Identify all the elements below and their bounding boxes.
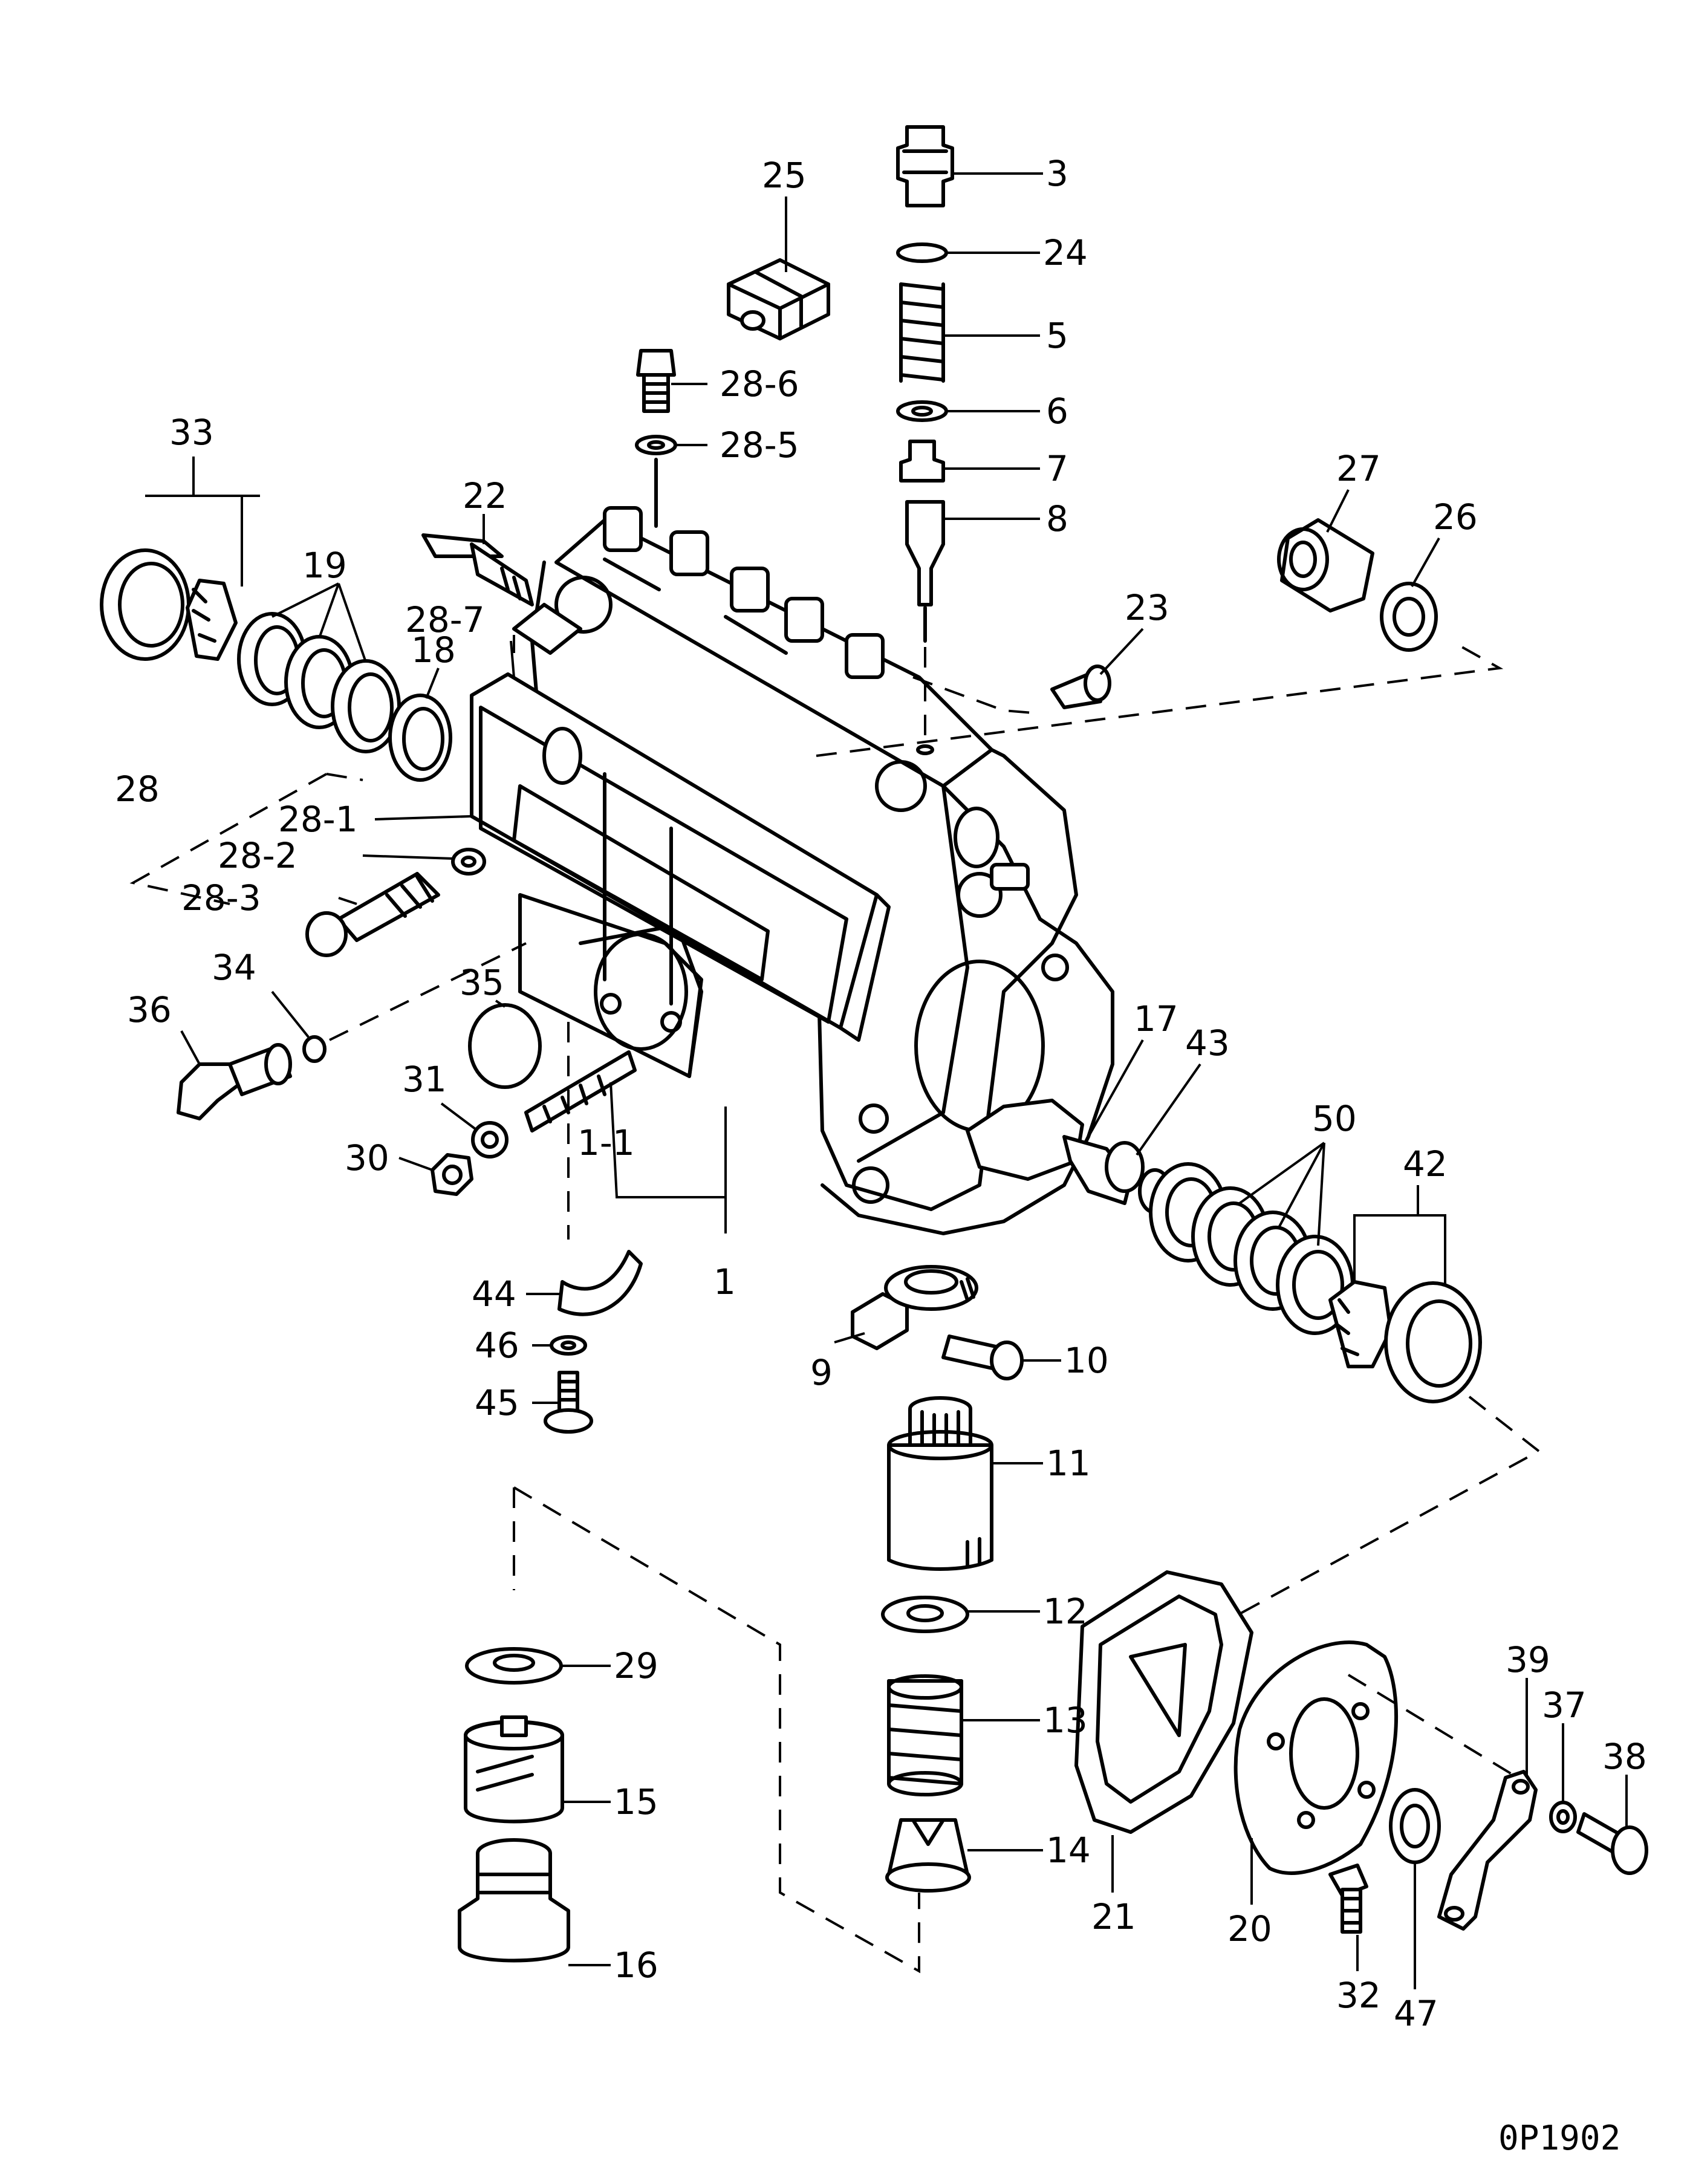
callout-13: 13 xyxy=(1043,1700,1088,1741)
callout-10: 10 xyxy=(1064,1340,1109,1381)
callout-15: 15 xyxy=(614,1781,658,1822)
callout-30: 30 xyxy=(345,1137,389,1178)
callout-1-1: 1-1 xyxy=(577,1122,635,1163)
callout-6: 6 xyxy=(1046,391,1068,432)
callout-12: 12 xyxy=(1043,1591,1088,1632)
callout-20: 20 xyxy=(1227,1908,1272,1949)
elbow-fitting xyxy=(177,1035,327,1120)
callout-8: 8 xyxy=(1046,498,1068,539)
delivery-valve-holders xyxy=(603,506,885,679)
callout-29: 29 xyxy=(614,1645,658,1686)
callout-44: 44 xyxy=(472,1273,516,1315)
ref-line-34 xyxy=(329,942,527,1041)
ref-line-14 xyxy=(513,1486,920,1974)
callout-28-2: 28-2 xyxy=(218,835,297,876)
callout-47: 47 xyxy=(1394,1993,1438,2034)
delivery-valve-stack xyxy=(896,125,954,755)
callout-28: 28 xyxy=(115,769,160,810)
callout-22: 22 xyxy=(463,475,507,516)
ref-line-28 xyxy=(129,773,327,905)
callout-26: 26 xyxy=(1433,496,1478,538)
callout-28-3: 28-3 xyxy=(181,877,261,918)
ref-line-top xyxy=(912,676,1041,715)
leader-lines xyxy=(145,172,1628,1989)
lever-assembly xyxy=(1328,1770,1648,1934)
diagram-code: 0P1902 xyxy=(1498,2119,1620,2158)
ref-line-26 xyxy=(816,640,1504,757)
lower-housing-parts xyxy=(431,1003,637,1196)
callout-21: 21 xyxy=(1091,1896,1136,1937)
banjo-bolt-set xyxy=(635,349,677,528)
callout-labels: 3 25 24 5 28-6 6 28-5 33 7 22 27 8 26 19… xyxy=(115,153,1647,2034)
control-sleeve xyxy=(851,1265,1024,1380)
callout-45: 45 xyxy=(475,1382,519,1423)
control-rack xyxy=(421,533,582,655)
callout-50: 50 xyxy=(1312,1098,1357,1139)
gasket-and-flange xyxy=(1074,1570,1398,1875)
callout-36: 36 xyxy=(127,989,172,1030)
callout-28-7: 28-7 xyxy=(405,599,485,640)
bracket-and-bolt xyxy=(544,1250,643,1434)
callout-46: 46 xyxy=(475,1325,519,1366)
callout-28-1: 28-1 xyxy=(278,799,358,840)
callout-3: 3 xyxy=(1046,153,1068,194)
callout-24: 24 xyxy=(1043,232,1088,273)
callout-23: 23 xyxy=(1125,587,1169,628)
callout-7: 7 xyxy=(1046,448,1068,489)
ref-line-42 xyxy=(1227,1396,1541,1622)
callout-38: 38 xyxy=(1602,1736,1647,1777)
spring-assembly xyxy=(881,1596,971,1893)
pump-housing xyxy=(518,506,1114,1235)
callout-35: 35 xyxy=(460,962,504,1003)
callout-17: 17 xyxy=(1134,998,1178,1039)
callout-33: 33 xyxy=(169,412,214,453)
clamp-block xyxy=(727,258,830,340)
callout-39: 39 xyxy=(1506,1639,1550,1680)
callout-9: 9 xyxy=(810,1352,833,1393)
side-cover xyxy=(470,672,891,1042)
callout-31: 31 xyxy=(402,1059,447,1100)
callout-43: 43 xyxy=(1185,1022,1230,1064)
left-bearing-stack xyxy=(100,548,452,782)
callout-37: 37 xyxy=(1542,1685,1587,1726)
callout-1: 1 xyxy=(713,1261,736,1302)
callout-19: 19 xyxy=(302,545,347,586)
callout-18: 18 xyxy=(411,629,456,671)
callout-34: 34 xyxy=(212,947,256,988)
callout-28-5: 28-5 xyxy=(720,424,799,466)
callout-16: 16 xyxy=(614,1945,658,1986)
callout-42: 42 xyxy=(1403,1143,1448,1185)
callout-32: 32 xyxy=(1336,1975,1381,2016)
callout-25: 25 xyxy=(762,155,807,196)
callout-5: 5 xyxy=(1046,315,1068,356)
camshaft-assembly xyxy=(914,960,1482,1403)
callout-27: 27 xyxy=(1336,448,1381,489)
plunger-barrel xyxy=(887,1396,993,1571)
callout-14: 14 xyxy=(1046,1830,1091,1871)
cap-and-seal xyxy=(1277,518,1438,652)
callout-11: 11 xyxy=(1046,1443,1091,1484)
tappet-assembly xyxy=(458,1647,570,1963)
callout-28-6: 28-6 xyxy=(720,363,799,405)
cover-bolt-set xyxy=(305,848,486,957)
screw-23 xyxy=(1050,665,1111,709)
ref-line-28-3 xyxy=(326,773,363,781)
